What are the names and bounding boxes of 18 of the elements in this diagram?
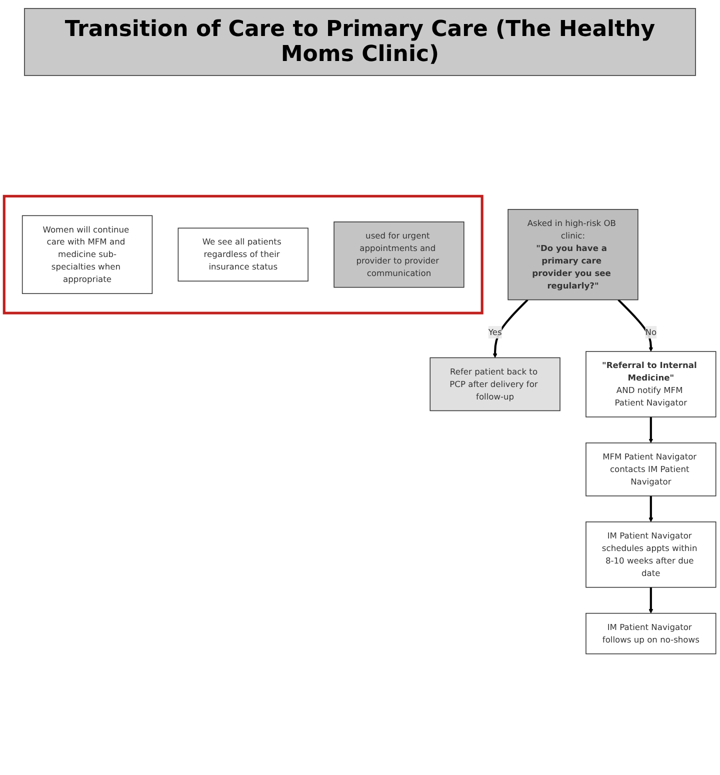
node-box: IM Patient Navigator schedules appts within 8-10 weeks after due date bbox=[586, 522, 716, 588]
arrow bbox=[492, 299, 528, 358]
node-box: We see all patients regardless of their insurance status bbox=[178, 228, 308, 282]
edge-label: No bbox=[645, 327, 657, 337]
arrow bbox=[618, 299, 654, 352]
arrow bbox=[648, 416, 654, 444]
node-box: MFM Patient Navigator contacts IM Patient Navigator bbox=[586, 442, 716, 496]
arrow bbox=[648, 587, 654, 614]
node-box: Women will continue care with MFM and medicine sub-specialties when appropriate bbox=[22, 215, 153, 294]
edge-label: Yes bbox=[488, 327, 502, 337]
cluster bbox=[2, 194, 484, 314]
node-box: IM Patient Navigator follows up on no-shows bbox=[586, 612, 716, 654]
diagram-title: Transition of Care to Primary Care (The Healthy Moms Clinic) bbox=[24, 8, 696, 76]
arrow bbox=[648, 496, 654, 522]
node-box: Refer patient back to PCP after delivery for follow-up bbox=[430, 357, 560, 412]
node-box: used for urgent appointments and provider to provider communication bbox=[334, 222, 464, 288]
node-box: Asked in high-risk OB clinic: "Do you have a primary care provider you see regularly?" bbox=[508, 209, 638, 300]
node-box: "Referral to Internal Medicine" AND notify MFM Patient Navigator bbox=[586, 351, 716, 418]
